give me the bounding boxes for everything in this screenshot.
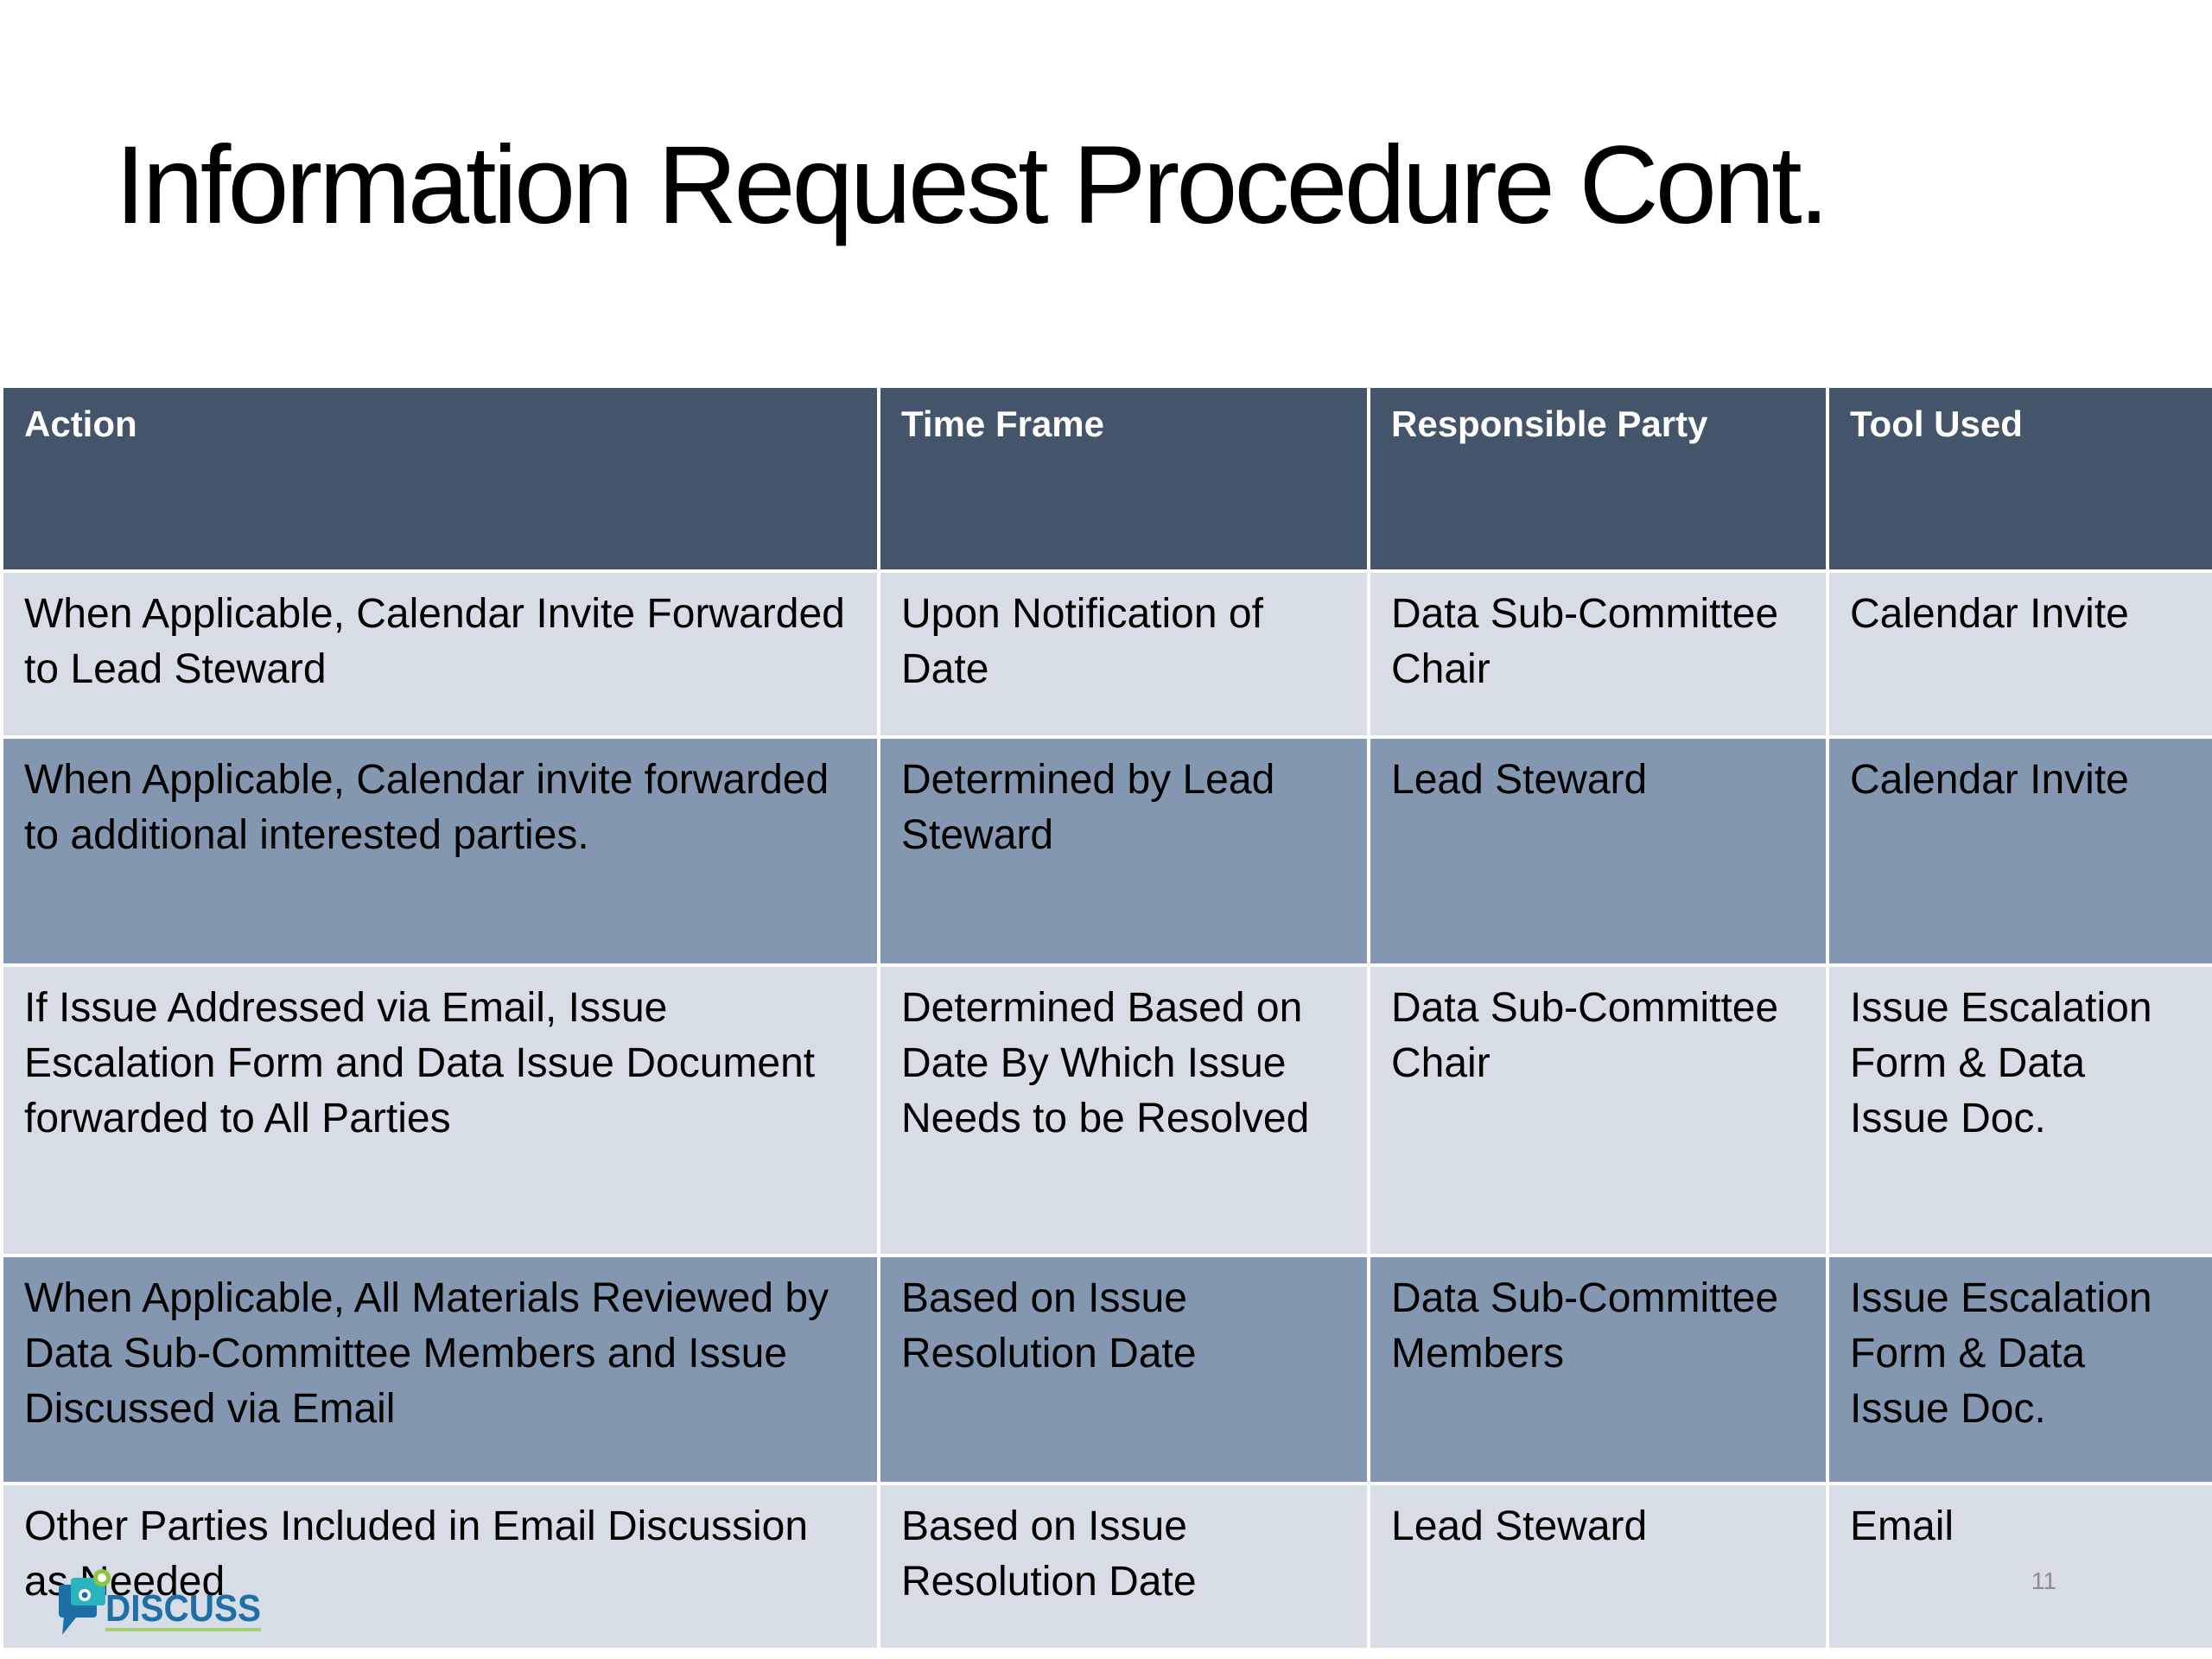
cell-responsible-party: Data Sub-Committee Chair (1367, 963, 1829, 1257)
cell-tool-used: Calendar Invite (1826, 569, 2212, 739)
cell-tool-used: Calendar Invite (1826, 735, 2212, 967)
cell-action: Other Parties Included in Email Discussi… (0, 1482, 880, 1651)
table-row: Other Parties Included in Email Discussi… (0, 1482, 2212, 1651)
speech-bubble-logo-icon: DISCUSS (59, 1569, 261, 1635)
cell-time-frame: Upon Notification of Date (877, 569, 1370, 739)
cell-action: When Applicable, Calendar invite forward… (0, 735, 880, 967)
header-responsible-party: Responsible Party (1367, 385, 1829, 573)
cell-time-frame: Based on Issue Resolution Date (877, 1482, 1370, 1651)
header-time-frame: Time Frame (877, 385, 1370, 573)
cell-action: When Applicable, All Materials Reviewed … (0, 1254, 880, 1485)
slide-title: Information Request Procedure Cont. (115, 124, 1829, 247)
logo-wordmark: DISCUSS (105, 1587, 261, 1630)
cell-responsible-party: Lead Steward (1367, 735, 1829, 967)
table-row: When Applicable, Calendar invite forward… (0, 735, 2212, 967)
header-action: Action (0, 385, 880, 573)
cell-responsible-party: Data Sub-Committee Members (1367, 1254, 1829, 1485)
cell-tool-used: Email (1826, 1482, 2212, 1651)
procedure-table: Action Time Frame Responsible Party Tool… (0, 385, 2212, 1651)
table-header-row: Action Time Frame Responsible Party Tool… (0, 385, 2212, 573)
cell-tool-used: Issue Escalation Form & Data Issue Doc. (1826, 963, 2212, 1257)
header-tool-used: Tool Used (1826, 385, 2212, 573)
cell-action: When Applicable, Calendar Invite Forward… (0, 569, 880, 739)
cell-responsible-party: Data Sub-Committee Chair (1367, 569, 1829, 739)
table-row: When Applicable, All Materials Reviewed … (0, 1254, 2212, 1485)
cell-time-frame: Determined by Lead Steward (877, 735, 1370, 967)
page-number: 11 (2031, 1567, 2056, 1594)
cell-tool-used: Issue Escalation Form & Data Issue Doc. (1826, 1254, 2212, 1485)
cell-responsible-party: Lead Steward (1367, 1482, 1829, 1651)
discuss-logo: DISCUSS (55, 1566, 271, 1652)
cell-time-frame: Based on Issue Resolution Date (877, 1254, 1370, 1485)
table-row: When Applicable, Calendar Invite Forward… (0, 569, 2212, 739)
cell-time-frame: Determined Based on Date By Which Issue … (877, 963, 1370, 1257)
cell-action: If Issue Addressed via Email, Issue Esca… (0, 963, 880, 1257)
table-row: If Issue Addressed via Email, Issue Esca… (0, 963, 2212, 1257)
